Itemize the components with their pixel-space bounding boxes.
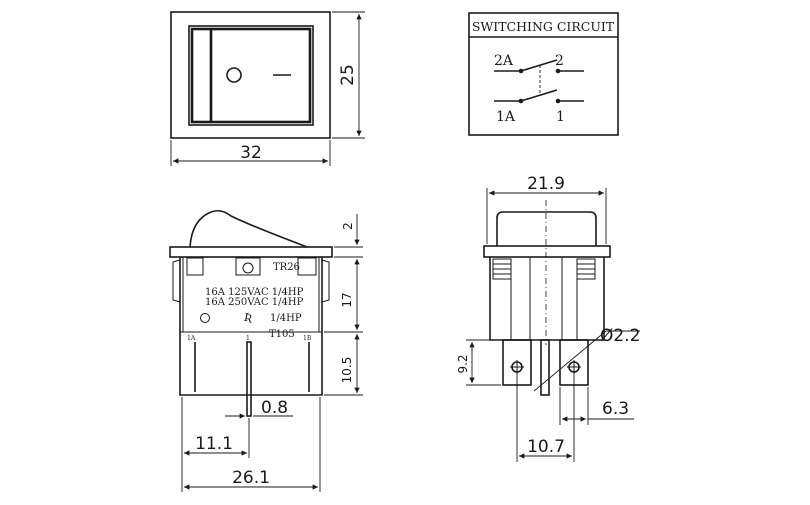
end-width-dim: 21.9 [527,174,565,194]
part-number: T105 [269,329,295,340]
body-pivot [242,262,254,274]
rating-line-1: 16A 125VAC 1/4HP [205,287,304,298]
front-rocker-face [190,27,312,124]
front-width-dim: 32 [240,143,262,163]
rating-line-3: 1/4HP [270,313,302,324]
front-bezel-outline [170,11,331,139]
front-height-dim: 25 [338,64,358,86]
terminal-2-label: 2 [555,53,564,69]
circuit-frame [468,12,619,136]
side-offset-dim: 11.1 [195,434,233,454]
side-body-dim: 17 [340,292,354,307]
side-pin-thickness-dim: 0.8 [261,398,288,418]
body-slot [235,257,261,276]
circuit-blade [520,89,558,102]
front-rocker-outline [188,25,314,126]
ul-mark-icon: Ʀ [244,311,252,324]
side-clip-left [172,259,181,303]
csa-mark-icon [200,313,210,323]
body-slot [297,257,317,276]
pin-1b-label: 1B [303,335,312,342]
circuit-blade [520,59,558,72]
off-symbol-icon [226,67,242,83]
front-view: 32 25 [170,11,365,166]
side-clip-right [321,259,330,303]
pin-1a-label: 1A [187,335,196,342]
circuit-title: SWITCHING CIRCUIT [472,19,615,34]
side-top-dim: 2 [341,222,355,230]
end-pin-center [540,339,550,396]
side-flange [169,246,333,258]
rocker-profile [189,209,308,248]
terminal-1a-label: 1A [496,109,516,125]
end-view: 21.9 Ø2.2 9.2 6.3 10.7 [456,174,640,462]
end-pin-spacing-dim: 10.7 [527,437,565,457]
switching-circuit: SWITCHING CIRCUIT 2A 2 1A 1 [468,12,619,136]
body-slot [186,257,204,276]
end-pin-height-dim: 9.2 [456,354,470,373]
pin-1 [246,341,252,417]
side-width-dim: 26.1 [232,468,270,488]
end-hole-dim: Ø2.2 [600,326,640,346]
rating-line-2: 16A 250VAC 1/4HP [205,297,304,308]
pin-1-label: 1 [246,335,250,342]
terminal-2a-label: 2A [494,53,514,69]
end-pin-width-dim: 6.3 [602,399,629,419]
terminal-1-label: 1 [556,109,565,125]
end-flange [483,245,611,258]
model-mark: TR26 [273,262,300,273]
side-pin-dim: 10.5 [340,357,354,384]
side-view: TR26 16A 125VAC 1/4HP 16A 250VAC 1/4HP Ʀ… [169,209,363,492]
dim-leader-hole [533,330,607,392]
end-rocker-cap [496,211,597,246]
